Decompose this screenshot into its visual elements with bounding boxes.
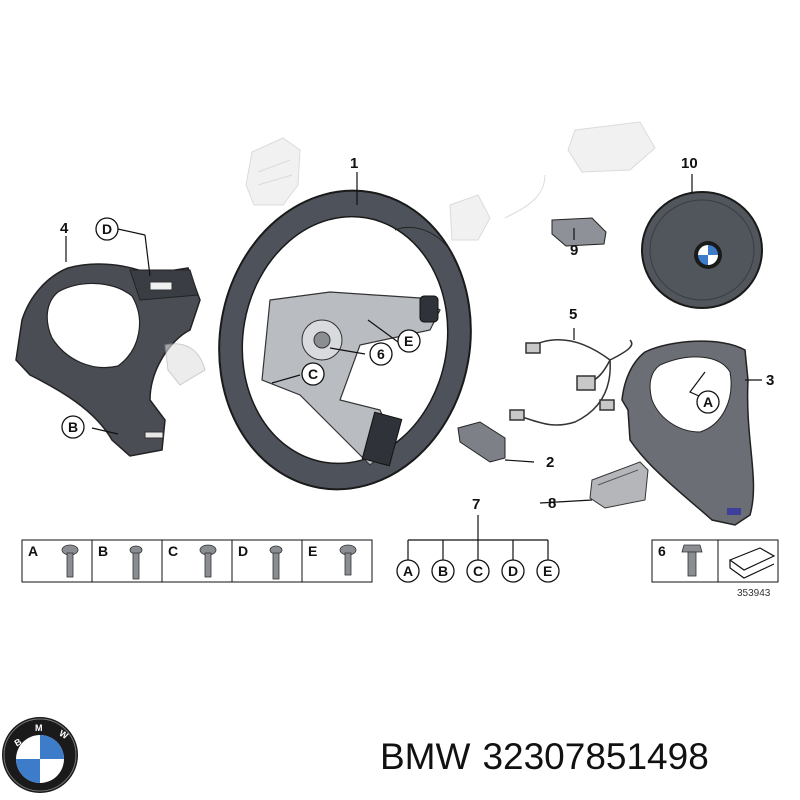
steering-wheel xyxy=(218,189,472,491)
caption-part-number: 32307851498 xyxy=(482,736,709,777)
part-number-1: 1 xyxy=(350,155,358,172)
screw-icons xyxy=(61,544,357,580)
svg-text:6: 6 xyxy=(377,346,385,362)
svg-text:B: B xyxy=(68,419,78,435)
svg-text:A: A xyxy=(703,394,713,410)
svg-text:E: E xyxy=(404,333,413,349)
svg-text:D: D xyxy=(102,221,112,237)
svg-text:C: C xyxy=(473,563,483,579)
branch-e: E xyxy=(536,559,560,583)
part-7-branch xyxy=(407,515,549,560)
callout-c: C xyxy=(301,362,325,386)
screw-label-e: E xyxy=(308,543,317,559)
screw-table: A B C D E xyxy=(21,539,373,583)
part-number-10: 10 xyxy=(681,155,698,172)
screw-label-c: C xyxy=(168,543,178,559)
orientation-arrow-icon xyxy=(728,547,776,579)
callout-b: B xyxy=(61,415,85,439)
airbag-bmw-emblem xyxy=(694,241,722,269)
callout-d: D xyxy=(95,217,119,241)
callout-a: A xyxy=(696,390,720,414)
branch-b: B xyxy=(431,559,455,583)
bmw-logo: B M W xyxy=(2,717,78,793)
part-number-5: 5 xyxy=(569,306,577,323)
control-module xyxy=(551,217,607,247)
svg-text:B: B xyxy=(13,736,24,748)
part-number-8: 8 xyxy=(548,495,556,512)
part-number-2: 2 xyxy=(546,454,554,471)
screw-label-a: A xyxy=(28,543,38,559)
branch-d: D xyxy=(501,559,525,583)
branch-a: A xyxy=(396,559,420,583)
screw-label-d: D xyxy=(238,543,248,559)
airbag-module xyxy=(641,191,763,309)
svg-text:C: C xyxy=(308,366,318,382)
leader-lines xyxy=(65,172,762,504)
trim-cover-left xyxy=(15,263,201,457)
ghost-paddle xyxy=(164,343,206,386)
connector-bracket xyxy=(457,421,506,463)
bolt-label-6: 6 xyxy=(658,543,666,559)
caption-brand: BMW xyxy=(380,736,471,777)
reference-number: 353943 xyxy=(737,588,771,599)
svg-text:M: M xyxy=(35,723,43,733)
mount-bracket xyxy=(589,461,649,509)
svg-text:A: A xyxy=(403,563,413,579)
part-number-9: 9 xyxy=(570,242,578,259)
screw-label-b: B xyxy=(98,543,108,559)
ghost-switch-cover-left xyxy=(245,137,301,206)
bolt-table: 6 xyxy=(651,539,779,583)
svg-text:D: D xyxy=(508,563,518,579)
part-number-3: 3 xyxy=(766,372,774,389)
svg-text:E: E xyxy=(543,563,552,579)
branch-c: C xyxy=(466,559,490,583)
callout-6: 6 xyxy=(369,342,393,366)
callout-e: E xyxy=(397,329,421,353)
part-number-4: 4 xyxy=(60,220,69,237)
part-number-7: 7 xyxy=(472,496,480,513)
bolt-icon xyxy=(681,544,703,577)
part-caption: BMW 32307851498 xyxy=(380,736,721,778)
wiring-harness xyxy=(509,339,633,426)
svg-text:B: B xyxy=(438,563,448,579)
ghost-switch-cluster-right xyxy=(449,121,656,241)
